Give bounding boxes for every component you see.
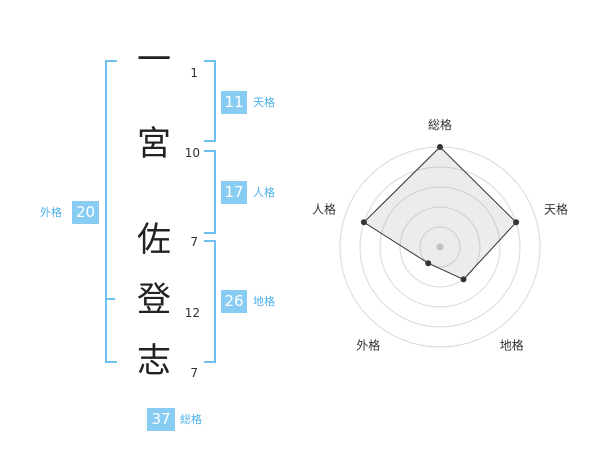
outer-bracket-tick [105, 298, 115, 300]
tenkaku-bracket [204, 60, 216, 142]
radar-point-2 [513, 219, 520, 226]
jinkaku-bracket [204, 150, 216, 234]
radar-ring-1 [419, 226, 461, 268]
radar-axis-label-2: 天格 [544, 201, 568, 216]
jinkaku-value: 17 [221, 181, 247, 204]
gaikaku-label: 外格 [40, 206, 62, 219]
outer-bracket [105, 60, 117, 363]
stroke-count-5: 7 [190, 366, 198, 380]
radar-point-4 [425, 260, 432, 267]
stroke-count-2: 10 [184, 146, 200, 160]
soukaku-label: 総格 [180, 413, 202, 426]
radar-axis-label-5: 人格 [312, 201, 336, 216]
name-char-2: 宮 [137, 124, 171, 164]
radar-ring-4 [359, 166, 521, 328]
chikaku-value: 26 [221, 290, 247, 313]
radar-point-5 [360, 219, 367, 226]
chikaku-bracket [204, 240, 216, 363]
radar-axis-label-3: 地格 [500, 338, 524, 353]
radar-area [363, 146, 517, 281]
soukaku-value: 37 [147, 408, 175, 431]
name-char-3: 佐 [137, 220, 171, 260]
radar-ring-2 [399, 206, 481, 288]
radar-axis-label-4: 外格 [356, 338, 380, 353]
radar-axis-label-1: 総格 [428, 117, 452, 132]
name-char-1: 一 [137, 40, 171, 80]
stroke-count-3: 7 [190, 235, 198, 249]
radar-center-dot [436, 243, 444, 251]
name-char-5: 志 [137, 341, 171, 381]
tenkaku-value: 11 [221, 91, 247, 114]
tenkaku-label: 天格 [253, 96, 275, 109]
stroke-count-4: 12 [184, 306, 200, 320]
stroke-count-1: 1 [190, 66, 198, 80]
radar-point-1 [437, 144, 443, 150]
gaikaku-value: 20 [72, 201, 99, 224]
radar-point-3 [460, 276, 467, 283]
name-char-4: 登 [137, 280, 171, 320]
jinkaku-label: 人格 [253, 186, 275, 199]
chikaku-label: 地格 [253, 295, 275, 308]
radar-ring-3 [379, 186, 501, 308]
